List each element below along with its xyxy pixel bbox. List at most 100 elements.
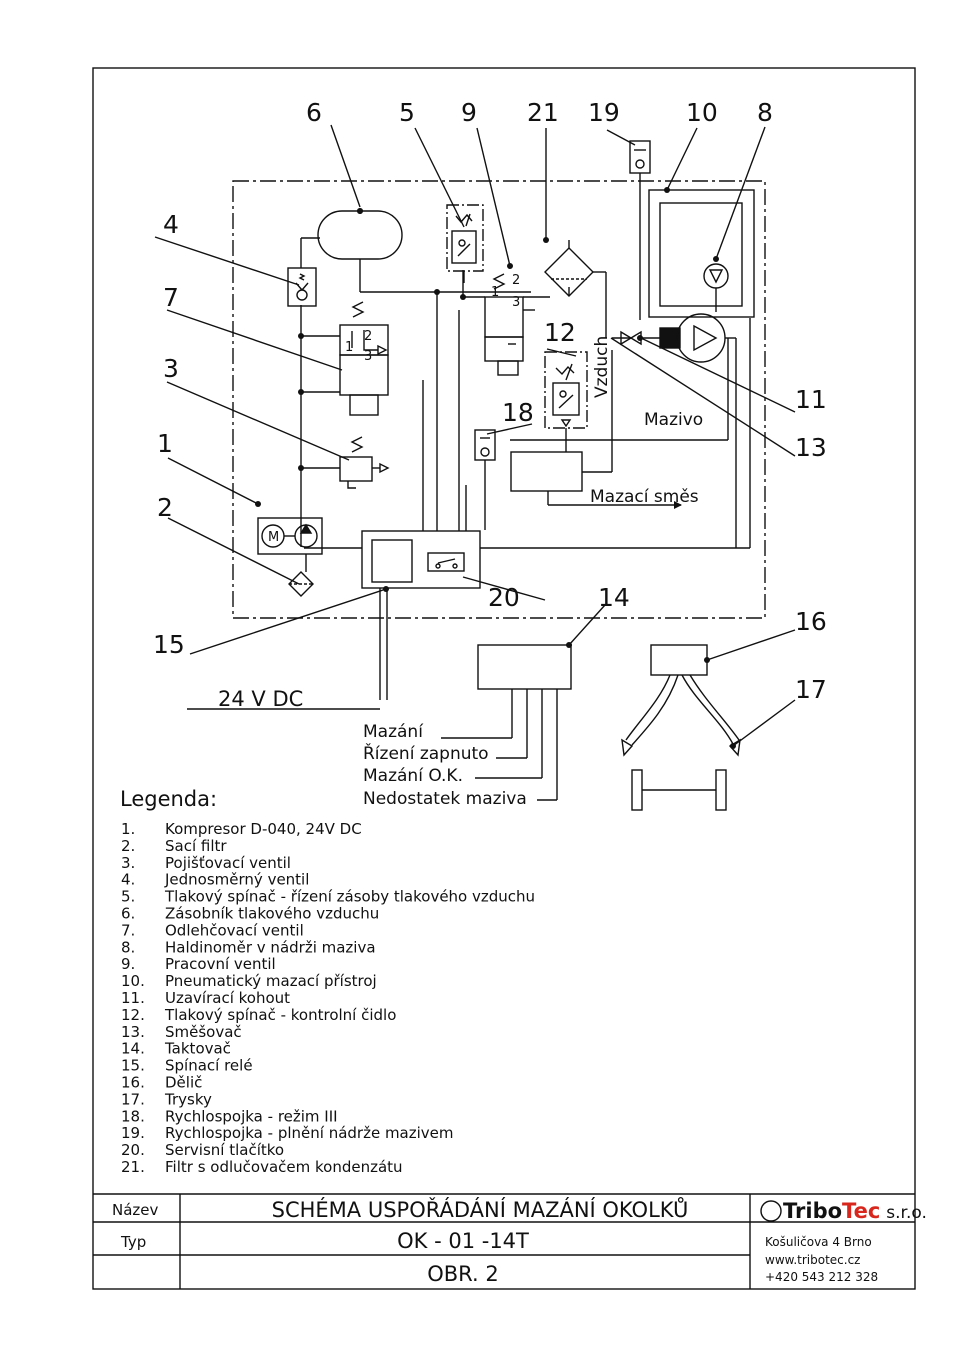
callout-12: 12 <box>544 318 576 347</box>
legend-item-text: Kompresor D-040, 24V DC <box>165 820 362 838</box>
title-block: Název Typ SCHÉMA USPOŘÁDÁNÍ MAZÁNÍ OKOLK… <box>112 1196 927 1286</box>
air-tank-6 <box>317 208 403 292</box>
divider-16 <box>625 644 740 746</box>
callout-2: 2 <box>157 493 173 522</box>
callout-7: 7 <box>163 283 179 312</box>
callout-11: 11 <box>795 385 827 414</box>
legend-item-number: 20. <box>121 1141 145 1159</box>
legend-item-text: Filtr s odlučovačem kondenzátu <box>165 1158 403 1176</box>
quick-coupling-18 <box>474 429 496 530</box>
control-unit <box>304 530 481 589</box>
legend-item-text: Servisní tlačítko <box>165 1141 284 1159</box>
callout-21: 21 <box>527 98 559 127</box>
lube-tank-8 <box>648 189 755 318</box>
legend-item-number: 21. <box>121 1158 145 1176</box>
signal-0: Mazání <box>363 722 424 742</box>
port-1-right: 1 <box>491 285 499 300</box>
lube-pump-10 <box>659 313 737 548</box>
legend-item-text: Taktovač <box>164 1040 231 1058</box>
relief-valve-7 <box>301 301 389 416</box>
legend-item-text: Tlakový spínač - kontrolní čidlo <box>164 1006 396 1024</box>
legend-item-number: 10. <box>121 972 145 990</box>
legend-item-text: Uzavírací kohout <box>165 989 290 1007</box>
legend-item-text: Trysky <box>164 1090 212 1108</box>
drawing-figure: OBR. 2 <box>427 1262 499 1286</box>
legend-item-text: Zásobník tlakového vzduchu <box>165 905 379 923</box>
legend-item-number: 4. <box>121 871 135 889</box>
logo-c-icon <box>760 1200 782 1222</box>
compressor-1 <box>257 517 323 555</box>
company-web: www.tribotec.cz <box>765 1253 860 1267</box>
quick-coupling-19 <box>629 140 651 320</box>
legend-item-text: Rychlospojka - režim III <box>165 1107 338 1125</box>
sheet-frame <box>92 67 916 1290</box>
legend-item-text: Haldinoměr v nádrži maziva <box>165 938 376 956</box>
label-mazaci-smes: Mazací směs <box>590 487 699 507</box>
suction-filter-2 <box>288 554 314 597</box>
callout-10: 10 <box>686 98 718 127</box>
filter-separator-21 <box>544 240 606 297</box>
label-typ: Typ <box>120 1233 146 1251</box>
legend-item-text: Dělič <box>165 1074 202 1092</box>
callout-8: 8 <box>757 98 773 127</box>
label-voltage: 24 V DC <box>218 687 303 711</box>
legend-item-text: Pracovní ventil <box>165 955 276 973</box>
legend-item-number: 15. <box>121 1057 145 1075</box>
callout-20: 20 <box>488 583 520 612</box>
callout-14: 14 <box>598 583 630 612</box>
pressure-switch-12 <box>544 351 588 440</box>
legend-item-number: 14. <box>121 1040 145 1058</box>
callout-5: 5 <box>399 98 415 127</box>
machine-enclosure <box>232 180 766 619</box>
legend-list: 1. Kompresor D-040, 24V DC 2. Sací filtr 3. P… <box>121 820 535 1176</box>
legend-item-number: 12. <box>121 1006 145 1024</box>
port-3-left: 3 <box>364 349 372 364</box>
legend-item-text: Spínací relé <box>165 1057 253 1075</box>
callout-18: 18 <box>502 398 534 427</box>
legend-item-text: Pneumatický mazací přístroj <box>165 972 377 990</box>
legend-item-number: 8. <box>121 938 135 956</box>
leader-lines <box>154 124 796 747</box>
working-valve-9 <box>463 273 550 376</box>
legend-item-number: 3. <box>121 854 135 872</box>
legend-item-text: Tlakový spínač - řízení zásoby tlakového… <box>164 888 535 906</box>
port-numbers: 1 2 3 1 2 3 <box>345 273 520 364</box>
legend-item-text: Odlehčovací ventil <box>165 921 304 939</box>
callout-16: 16 <box>795 607 827 636</box>
drawing-type-code: OK - 01 -14T <box>397 1229 529 1253</box>
legend-item-number: 5. <box>121 888 135 906</box>
legend-item-number: 1. <box>121 820 135 838</box>
legend-item-text: Pojišťovací ventil <box>165 854 291 872</box>
port-1-left: 1 <box>345 340 353 355</box>
callout-1: 1 <box>157 429 173 458</box>
legend-item-number: 11. <box>121 989 145 1007</box>
drawing-title: SCHÉMA USPOŘÁDÁNÍ MAZÁNÍ OKOLKŮ <box>272 1196 689 1222</box>
callout-15: 15 <box>153 630 185 659</box>
callout-19: 19 <box>588 98 620 127</box>
legend-item-text: Směšovač <box>165 1023 242 1041</box>
label-nazev: Název <box>112 1201 159 1219</box>
legend-item-text: Sací filtr <box>165 837 227 855</box>
signal-labels: Mazání Řízení zapnuto Mazání O.K. Nedost… <box>363 722 527 809</box>
signal-2: Mazání O.K. <box>363 766 463 786</box>
legend-item-number: 16. <box>121 1074 145 1092</box>
port-3-right: 3 <box>512 295 520 310</box>
port-2-left: 2 <box>364 329 372 344</box>
timer-14 <box>441 644 572 801</box>
mixer-13 <box>510 337 631 492</box>
callout-3: 3 <box>163 354 179 383</box>
label-mazivo: Mazivo <box>644 410 703 430</box>
callout-13: 13 <box>795 433 827 462</box>
legend-item-number: 2. <box>121 837 135 855</box>
legend-item-number: 13. <box>121 1023 145 1041</box>
pressure-switch-5 <box>446 204 484 283</box>
signal-3: Nedostatek maziva <box>363 789 527 809</box>
label-vzduch: Vzduch <box>592 336 612 398</box>
safety-valve-3 <box>301 436 390 489</box>
callout-numbers: 6 5 9 21 19 10 8 4 7 3 1 2 15 12 18 11 1… <box>153 98 827 704</box>
legend-title: Legenda: <box>120 787 217 811</box>
legend-item-number: 19. <box>121 1124 145 1142</box>
title-block-frame <box>93 1193 915 1289</box>
